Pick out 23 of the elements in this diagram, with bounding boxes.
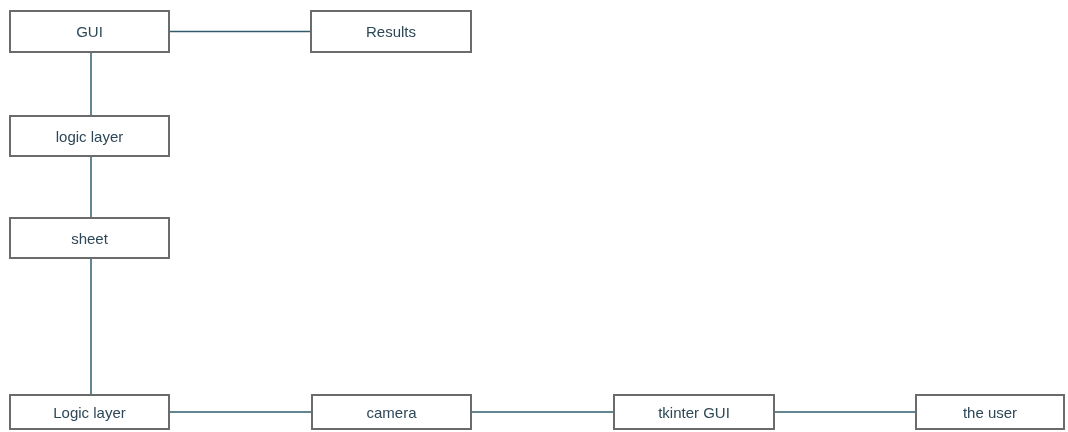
connector-line: [169, 411, 312, 413]
connector-line: [169, 30, 311, 33]
box-label: camera: [366, 403, 417, 421]
process-box: [9, 394, 170, 430]
connector-line: [90, 258, 92, 395]
box-label: sheet: [71, 229, 108, 247]
process-box: [9, 217, 170, 259]
connector-line: [90, 52, 92, 116]
connector-line: [774, 411, 916, 413]
process-box: [9, 10, 170, 53]
box-label: Logic layer: [53, 403, 126, 421]
box-label: tkinter GUI: [658, 403, 730, 421]
box-label: Results: [366, 23, 416, 40]
connector-line: [90, 156, 92, 218]
process-box: [310, 10, 472, 53]
process-box: [613, 394, 775, 430]
process-box: [311, 394, 472, 430]
process-box: [915, 394, 1065, 430]
box-label: logic layer: [55, 127, 124, 145]
process-box: [9, 115, 170, 157]
connector-line: [471, 411, 614, 413]
box-label: the user: [962, 403, 1018, 421]
box-label: GUI: [76, 23, 103, 40]
